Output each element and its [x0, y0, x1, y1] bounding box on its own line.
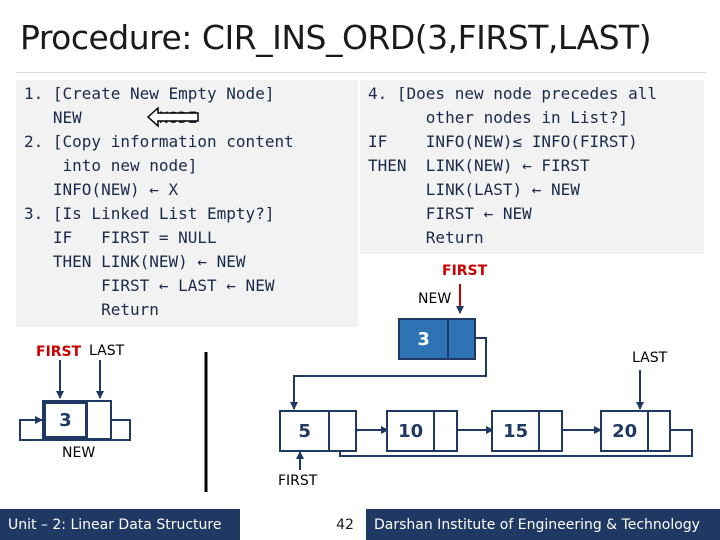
- node-info: 3: [44, 402, 87, 438]
- left-node: 3: [42, 400, 112, 440]
- node-info: 15: [493, 412, 541, 450]
- node-info: 5: [281, 412, 331, 450]
- new-label: NEW: [62, 445, 96, 461]
- node-link: [330, 412, 355, 450]
- code-line: INFO(NEW) ← X: [24, 180, 179, 199]
- code-line: Return: [24, 300, 159, 319]
- code-line: 1. [Create New Empty Node]: [24, 84, 275, 103]
- code-line: THEN LINK(NEW) ← NEW: [24, 252, 246, 271]
- code-line: 4. [Does new node precedes all: [368, 84, 657, 103]
- footer-unit: Unit – 2: Linear Data Structure: [0, 509, 240, 540]
- code-line: 3. [Is Linked List Empty?]: [24, 204, 275, 223]
- node-info: 3: [400, 320, 450, 358]
- code-line: LINK(LAST) ← NEW: [368, 180, 580, 199]
- page-title: Procedure: CIR_INS_ORD(3,FIRST,LAST): [20, 18, 652, 57]
- node-info: 20: [602, 412, 650, 450]
- chain-node-2: 10: [386, 410, 458, 452]
- code-line: FIRST ← NEW: [368, 204, 532, 223]
- new-node: 3: [398, 318, 476, 360]
- self-link-arrow: [19, 416, 131, 441]
- title-divider: [16, 72, 706, 73]
- new-link-arrow: [290, 337, 487, 410]
- code-line: Return: [368, 228, 484, 247]
- code-line: FIRST ← LAST ← NEW: [24, 276, 275, 295]
- node-link: [449, 320, 474, 358]
- chain-node-4: 20: [600, 410, 671, 452]
- assignment-arrow-icon: [146, 106, 199, 128]
- node-link: [86, 402, 110, 438]
- footer-institute: Darshan Institute of Engineering & Techn…: [366, 509, 720, 540]
- footer-page-number: 42: [336, 516, 354, 533]
- chain-node-1: 5: [279, 410, 357, 452]
- node-link: [649, 412, 669, 450]
- last-right-label: LAST: [632, 350, 668, 366]
- code-block-step-4: 4. [Does new node precedes all other nod…: [360, 80, 704, 254]
- code-line: into new node]: [24, 156, 198, 175]
- code-line: IF FIRST = NULL: [24, 228, 217, 247]
- first-bottom-label: FIRST: [278, 473, 318, 489]
- node-link: [435, 412, 456, 450]
- new-top-label: NEW: [418, 291, 452, 307]
- first-label: FIRST: [36, 344, 82, 360]
- first-top-label: FIRST: [442, 263, 488, 279]
- chain-node-3: 15: [491, 410, 563, 452]
- code-line: IF INFO(NEW)≤ INFO(FIRST): [368, 132, 638, 151]
- last-label: LAST: [89, 343, 125, 359]
- node-link: [540, 412, 561, 450]
- code-line: 2. [Copy information content: [24, 132, 294, 151]
- code-line: other nodes in List?]: [368, 108, 629, 127]
- node-info: 10: [388, 412, 436, 450]
- code-line: THEN LINK(NEW) ← FIRST: [368, 156, 590, 175]
